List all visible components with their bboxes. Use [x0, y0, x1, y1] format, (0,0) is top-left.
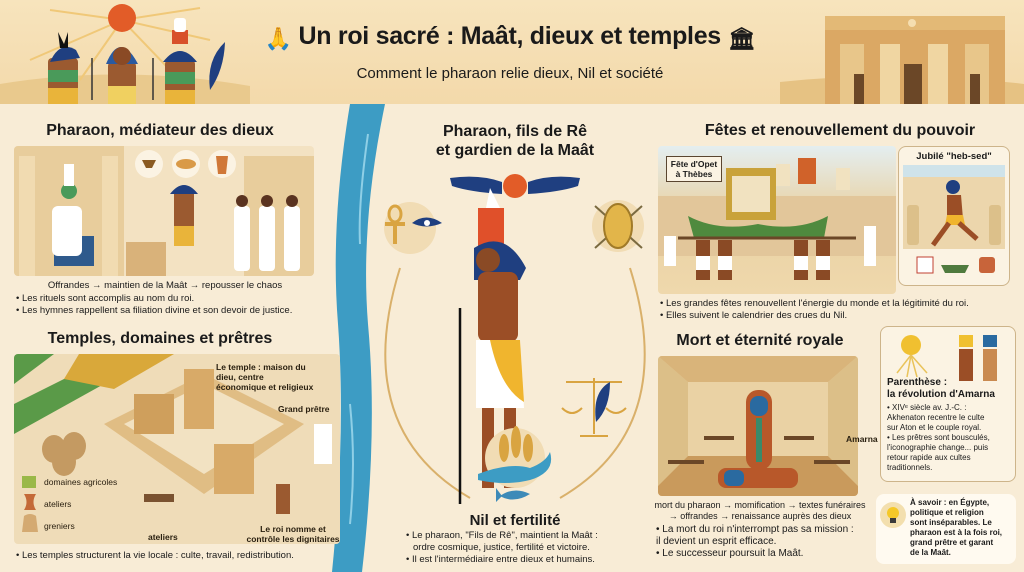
amarna-text: • XIVᵉ siècle av. J.-C. : Akhenaton rece… [887, 403, 990, 473]
death-bullet: • La mort du roi n'interrompt pas sa mis… [656, 524, 854, 535]
heb-sed-runner-illustration [903, 165, 1005, 274]
offering-scene-illustration [14, 146, 314, 276]
mediator-caption: Offrandes → maintien de la Maât → repous… [47, 280, 283, 291]
center-bullet: • Il est l'intermédiaire entre dieux et … [406, 554, 595, 565]
tomb-illustration [658, 356, 858, 496]
ankh-icon [385, 204, 405, 244]
nile-river [332, 104, 385, 572]
mediator-bullet: • Les hymnes rappellent sa filiation div… [16, 305, 293, 316]
tip-text-line: sont inséparables. Le [910, 518, 992, 527]
amarna-text-line: • Les prêtres sont bousculés, [887, 433, 990, 442]
wheat-wave-fish-icon [478, 426, 552, 502]
center-title: Pharaon, fils de Rê et gardien de la Maâ… [390, 122, 640, 160]
aton-sun-royal-couple-icon [896, 335, 997, 381]
amarna-text-line: • XIVᵉ siècle av. J.-C. : [887, 403, 967, 412]
tip-text-line: de la Maât. [910, 548, 951, 557]
temple-icon: 🏛 [727, 26, 756, 51]
amarna-map-label: Amarna [846, 434, 878, 444]
festivals-bullet: • Les grandes fêtes renouvellent l'énerg… [660, 298, 969, 309]
center-bullet: ordre cosmique, justice, fertilité et vi… [413, 542, 590, 553]
amarna-title-line2: la révolution d'Amarna [887, 389, 995, 400]
lightbulb-icon [880, 502, 906, 528]
amarna-text-line: retour rapide aux cultes [887, 453, 971, 462]
death-bullet: il devient un esprit efficace. [656, 536, 777, 547]
praying-hands-icon: 🙏 [264, 26, 292, 51]
death-title: Mort et éternité royale [676, 332, 844, 349]
opet-festival-sign: Fête d'Opet à Thèbes [666, 156, 722, 182]
death-caption-line1: mort du pharaon → momification → textes … [654, 500, 866, 510]
amarna-text-line: Akhenaton recentre le culte [887, 413, 985, 422]
jubilee-title: Jubilé "heb-sed" [916, 151, 992, 162]
amarna-text-line: l'iconographie change... puis [887, 443, 989, 452]
death-caption-line2: → offrandes → renaissance auprès des die… [668, 511, 852, 521]
tip-text-line: À savoir : en Égypte, [910, 498, 990, 507]
temples-title: Temples, domaines et prêtres [47, 330, 273, 347]
mediator-title: Pharaon, médiateur des dieux [46, 122, 274, 139]
gods-illustration-icon [29, 4, 225, 104]
center-bullet: • Le pharaon, "Fils de Rê", maintient la… [406, 530, 598, 541]
legend-workshops-label: ateliers [44, 499, 72, 509]
temple-label: Le temple : maison du dieu, centre écono… [216, 362, 314, 392]
tip-box: À savoir : en Égypte, politique et relig… [876, 494, 1016, 564]
tip-text: À savoir : en Égypte, politique et relig… [910, 498, 1002, 558]
amarna-text-line: traditionnels. [887, 463, 933, 472]
jubilee-box: Jubilé "heb-sed" [898, 146, 1010, 286]
high-priest-label: Grand prêtre [278, 404, 330, 414]
temple-facade-icon [825, 16, 1005, 104]
main-content: Pharaon, médiateur des dieux Offrandes →… [0, 104, 1024, 572]
amarna-box: Parenthèse : la révolution d'Amarna • XI… [880, 326, 1016, 482]
winged-sun-icon [450, 174, 580, 198]
tip-text-line: grand prêtre et garant [910, 538, 994, 547]
temples-bullet: • Les temples structurent la vie locale … [16, 550, 294, 561]
shield-icon [603, 203, 633, 249]
amarna-text-line: sur Aton et le couple royal. [887, 423, 982, 432]
page-subtitle: Comment le pharaon relie dieux, Nil et s… [356, 65, 664, 82]
temple-complex-illustration [14, 354, 340, 544]
festivals-bullet: • Elles suivent le calendrier des crues … [660, 310, 848, 321]
amarna-title: Parenthèse : la révolution d'Amarna [887, 377, 995, 401]
boat-icon [941, 265, 969, 273]
scales-icon [561, 378, 627, 437]
calendar-icon [916, 256, 934, 274]
death-bullet: • Le successeur poursuit la Maât. [656, 548, 804, 559]
page-title: 🙏 Un roi sacré : Maât, dieux et temples … [230, 22, 790, 52]
tip-text-line: politique et religion [910, 508, 984, 517]
workshops-label: ateliers [148, 532, 178, 542]
legend-granaries-label: greniers [44, 521, 75, 531]
amarna-title-line1: Parenthèse : [887, 377, 948, 388]
center-title-line2: et gardien de la Maât [435, 142, 595, 159]
page-title-text: Un roi sacré : Maât, dieux et temples [298, 22, 722, 50]
center-title-line1: Pharaon, fils de Rê [442, 123, 588, 140]
nile-fertility-title: Nil et fertilité [469, 512, 561, 529]
festivals-title: Fêtes et renouvellement du pouvoir [704, 122, 976, 139]
tip-text-line: pharaon est à la fois roi, [910, 528, 1003, 537]
drum-icon [979, 257, 995, 273]
pharaoh-center-illustration [384, 174, 646, 504]
mediator-bullet: • Les rituels sont accomplis au nom du r… [16, 293, 195, 304]
eye-of-horus-icon [412, 217, 442, 227]
legend-fields-label: domaines agricoles [44, 477, 118, 487]
king-label: Le roi nomme et contrôle les dignitaires [246, 524, 340, 544]
header-banner: 🙏 Un roi sacré : Maât, dieux et temples … [0, 0, 1024, 104]
